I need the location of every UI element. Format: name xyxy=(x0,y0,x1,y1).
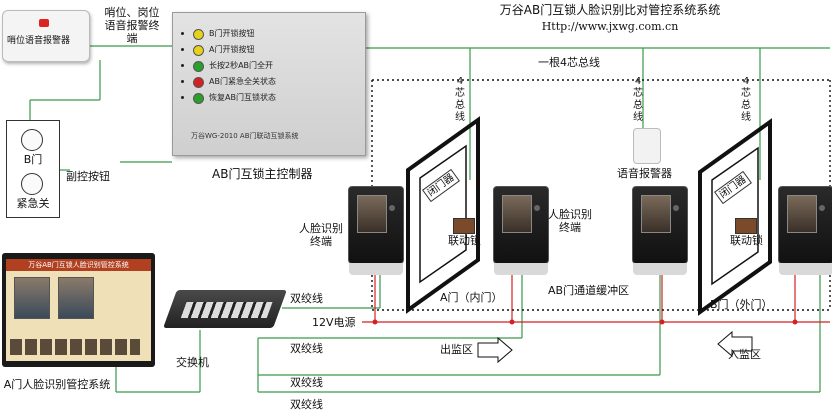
controller-row: 恢复AB门互锁状态 xyxy=(181,93,276,104)
alarm-button xyxy=(39,19,49,27)
switch-caption: 交换机 xyxy=(176,356,209,369)
b-door-label: B门 xyxy=(23,153,43,166)
led-indicator xyxy=(193,61,204,72)
bus-label-a: 4芯总线 xyxy=(455,76,465,123)
face-thumbnail-strip xyxy=(10,339,140,355)
reference-face-photo xyxy=(58,277,94,319)
twisted-pair-label-3: 双绞线 xyxy=(290,376,323,389)
emergency-close-button xyxy=(21,173,43,195)
twisted-pair-label-1: 双绞线 xyxy=(290,292,323,305)
management-monitor: 万谷AB门互锁人脸识别管控系统 xyxy=(2,253,155,367)
twisted-pair-label-4: 双绞线 xyxy=(290,398,323,411)
buffer-zone-label: AB门通道缓冲区 xyxy=(548,284,630,297)
enter-arrow xyxy=(717,330,753,358)
door-a-lock xyxy=(453,218,475,234)
bus-main-label: 一根4芯总线 xyxy=(538,56,600,69)
face-terminal-1 xyxy=(348,186,404,275)
exit-zone-label: 出监区 xyxy=(440,343,473,356)
led-indicator xyxy=(193,45,204,56)
door-b-frame xyxy=(698,118,772,316)
bus-label-speaker: 4芯总线 xyxy=(633,76,643,123)
speaker-caption: 语音报警器 xyxy=(617,167,672,180)
sentry-alarm-device: 哨位语音报警器 xyxy=(2,10,90,62)
controller-model: 万谷WG-2010 AB门联动互锁系统 xyxy=(191,132,299,140)
network-switch xyxy=(163,290,287,328)
door-a-frame xyxy=(406,116,480,314)
enter-zone-label: 入监区 xyxy=(728,348,761,361)
controller-row: 长按2秒AB门全开 xyxy=(181,61,273,72)
website-url: Http://www.jxwg.com.cn xyxy=(541,20,679,33)
controller-row: A门开锁按钮 xyxy=(181,45,254,56)
power-label: 12V电源 xyxy=(312,316,356,329)
auxiliary-button-panel: B门 紧急关 xyxy=(6,120,60,218)
door-a-caption: A门（内门） xyxy=(440,291,503,304)
led-indicator xyxy=(193,29,204,40)
monitor-caption: A门人脸识别管控系统 xyxy=(3,378,111,391)
face-terminal-3 xyxy=(632,186,688,275)
b-door-button xyxy=(21,129,43,151)
face-terminal-caption-left: 人脸识别终端 xyxy=(299,222,343,248)
bus-label-b: 4芯总线 xyxy=(741,76,751,123)
face-terminal-2 xyxy=(493,186,549,275)
face-terminal-caption-mid: 人脸识别终端 xyxy=(548,208,592,234)
system-title: 万谷AB门互锁人脸识别比对管控系统系统 xyxy=(499,3,721,17)
door-b-caption: B门（外门） xyxy=(710,298,773,311)
main-controller: B门开锁按钮 A门开锁按钮 长按2秒AB门全开 AB门紧急全关状态 恢复AB门互… xyxy=(172,12,366,156)
controller-row: B门开锁按钮 xyxy=(181,29,255,40)
alarm-device-text: 哨位语音报警器 xyxy=(7,36,71,46)
captured-face-photo xyxy=(14,277,50,319)
controller-caption: AB门互锁主控制器 xyxy=(212,167,313,181)
led-indicator xyxy=(193,77,204,88)
emergency-close-label: 紧急关 xyxy=(16,197,50,210)
face-terminal-4 xyxy=(778,186,832,275)
voice-alarm-speaker xyxy=(633,128,661,164)
door-b-lock-label: 联动锁 xyxy=(730,234,763,247)
monitor-screen-title: 万谷AB门互锁人脸识别管控系统 xyxy=(6,259,151,271)
controller-row: AB门紧急全关状态 xyxy=(181,77,276,88)
alarm-terminal-label: 哨位、岗位语音报警终端 xyxy=(104,6,160,45)
door-b-lock xyxy=(735,218,757,234)
door-a-lock-label: 联动锁 xyxy=(448,234,481,247)
exit-arrow xyxy=(477,336,513,364)
monitor-screen: 万谷AB门互锁人脸识别管控系统 xyxy=(6,259,151,361)
led-indicator xyxy=(193,93,204,104)
aux-button-caption: 副控按钮 xyxy=(66,170,110,183)
twisted-pair-label-2: 双绞线 xyxy=(290,342,323,355)
